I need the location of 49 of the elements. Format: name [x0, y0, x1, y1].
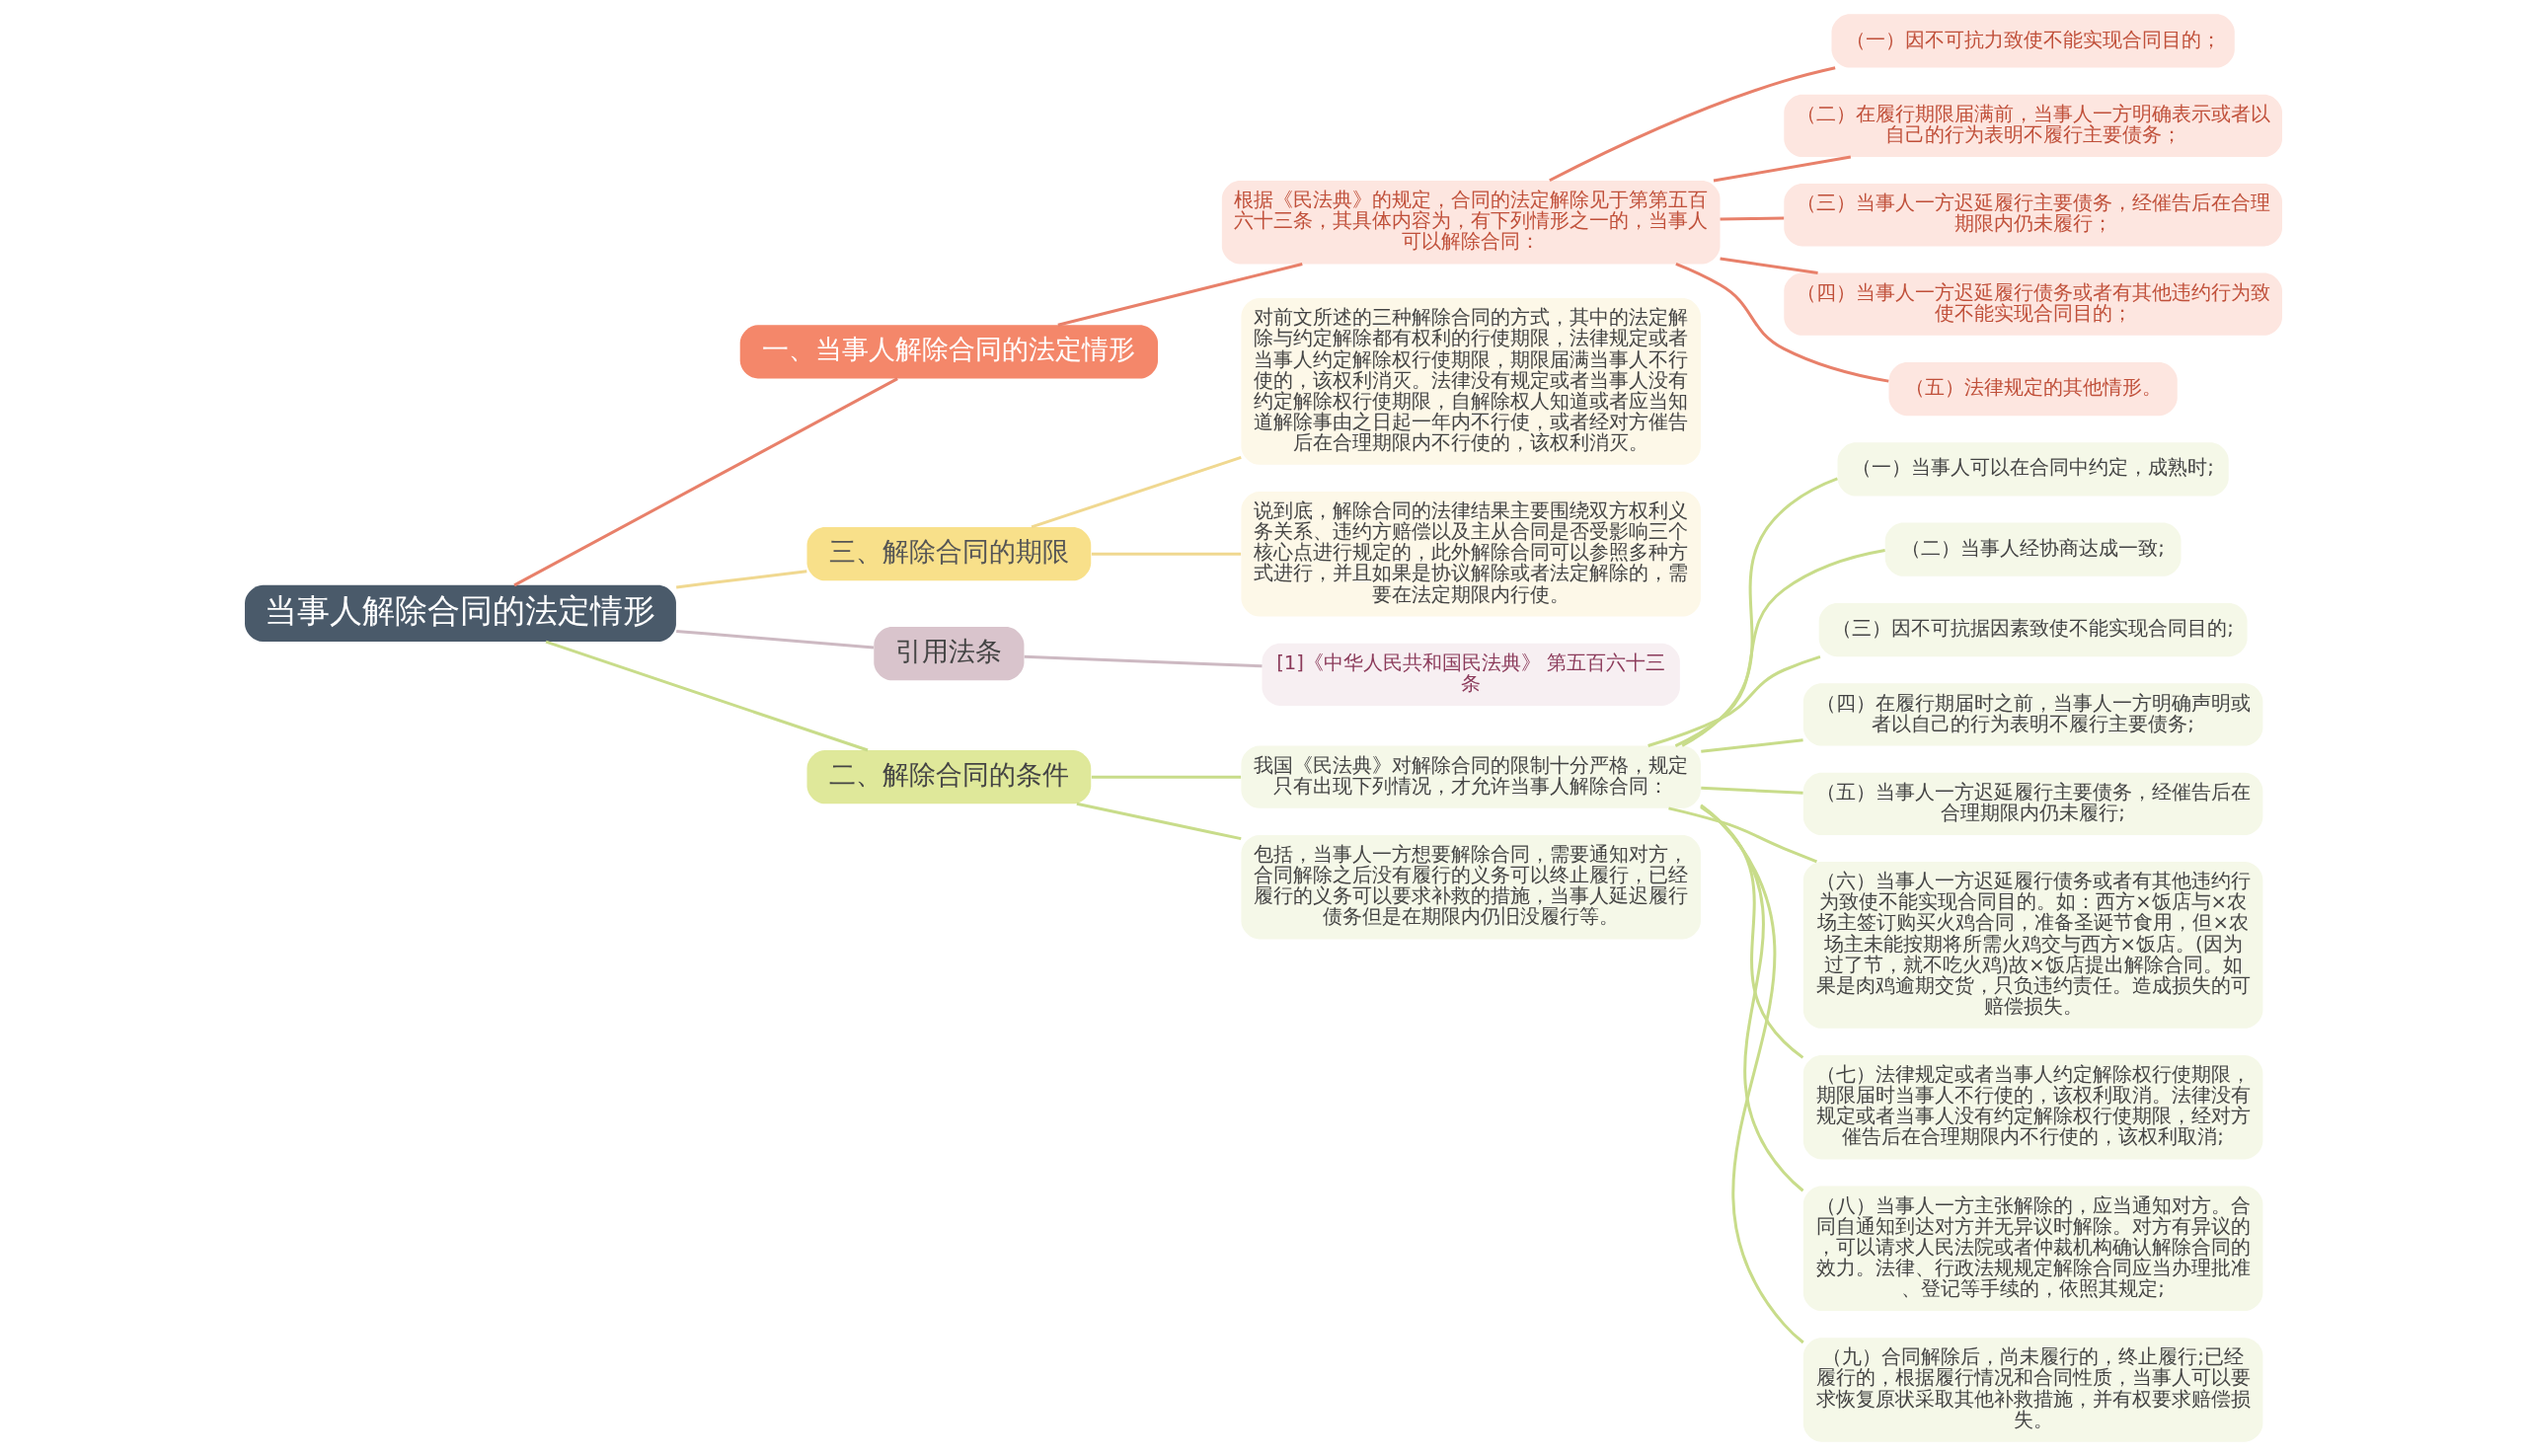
- node-box: 引用法条: [874, 627, 1025, 681]
- connector: [1701, 738, 1803, 753]
- node-box: （二）在履行期限届满前，当事人一方明确表示或者以自己的行为表明不履行主要债务；: [1784, 94, 2282, 157]
- connector: [1057, 263, 1303, 327]
- node-box: 我国《民法典》对解除合同的限制十分严格，规定只有出现下列情况，才允许当事人解除合同：: [1241, 745, 1701, 808]
- node-box: （一）因不可抗力致使不能实现合同目的；: [1831, 14, 2235, 68]
- connector: [1681, 477, 1838, 747]
- node-box: （五）法律规定的其他情形。: [1888, 361, 2178, 417]
- node-box: 说到底，解除合同的法律结果主要围绕双方权利义务关系、违约方赔偿以及主从合同是否受影响三个核心点进行规定的，此外解除合同可以参照多种方式进行，并且如果是协议解除或者法定解除的，需要在法定期限内行使。: [1241, 491, 1701, 617]
- node-box: 一、当事人解除合同的法定情形: [739, 325, 1159, 379]
- node-box: （一）当事人可以在合同中约定，成熟时;: [1837, 442, 2229, 497]
- node-box: （三）当事人一方迟延履行主要债务，经催告后在合理期限内仍未履行；: [1784, 184, 2282, 247]
- connector: [1720, 257, 1818, 274]
- connector: [1031, 455, 1242, 529]
- connector: [1700, 804, 1804, 1344]
- node-box: （二）当事人经协商达成一致;: [1884, 522, 2182, 576]
- connector: [1091, 552, 1242, 556]
- node-box: （四）在履行期届时之前，当事人一方明确声明或者以自己的行为表明不履行主要债务;: [1802, 683, 2263, 746]
- node-box: （九）合同解除后，尚未履行的，终止履行;已经履行的，根据履行情况和合同性质，当事人可以要求恢复原状采取其他补救措施，并有权要求赔偿损失。: [1802, 1338, 2263, 1442]
- node-box: （四）当事人一方迟延履行债务或者有其他违约行为致使不能实现合同目的；: [1784, 272, 2282, 336]
- node-box: （三）因不可抗据因素致使不能实现合同目的;: [1818, 602, 2248, 657]
- node-box: （七）法律规定或者当事人约定解除权行使期限，期限届时当事人不行使的，该权利取消。法律没有规定或者当事人没有约定解除权行使期限，经对方催告后在合理期限内不行使的，该权利取消;: [1802, 1054, 2263, 1160]
- node-box: （五）当事人一方迟延履行主要债务，经催告后在合理期限内仍未履行;: [1802, 772, 2263, 835]
- connector: [1700, 805, 1804, 1059]
- connector: [1024, 654, 1263, 668]
- connector: [1713, 155, 1852, 183]
- connector: [1647, 654, 1821, 747]
- connector: [1700, 805, 1804, 1192]
- connector: [1091, 775, 1242, 779]
- connector: [1675, 263, 1889, 383]
- node-box: （八）当事人一方主张解除的，应当通知对方。合同自通知到达对方并无异议时解除。对方有异议的，可以请求人民法院或者仲裁机构确认解除合同的效力。法律、行政法规规定解除合同应当办理批准、登记等手续的，依照其规定;: [1802, 1186, 2263, 1312]
- node-box: 二、解除合同的条件: [806, 750, 1092, 805]
- connector: [1668, 806, 1817, 864]
- node-box: 当事人解除合同的法定情形: [245, 584, 676, 643]
- node-box: （六）当事人一方迟延履行债务或者有其他违约行为致使不能实现合同目的。如：西方×饭店与×农场主签订购买火鸡合同，准备圣诞节食用，但×农场主未能按期将所需火鸡交与西方×饭店。(因为过了节，就不吃火鸡)故×饭店提出解除合同。如果是肉鸡逾期交货，只负违约责任。造成损失的可赔偿损失。: [1802, 862, 2263, 1029]
- connector: [513, 377, 898, 587]
- connector: [675, 570, 807, 589]
- node-box: 包括，当事人一方想要解除合同，需要通知对方，合同解除之后没有履行的义务可以终止履行，已经履行的义务可以要求补救的措施，当事人延迟履行债务但是在期限内仍旧没履行等。: [1241, 834, 1701, 940]
- connector: [1674, 549, 1885, 747]
- connector: [1549, 66, 1836, 183]
- connector: [676, 629, 875, 650]
- node-box: [1]《中华人民共和国民法典》 第五百六十三条: [1262, 643, 1680, 706]
- connector: [1720, 216, 1785, 221]
- node-box: 对前文所述的三种解除合同的方式，其中的法定解除与约定解除都有权利的行使期限，法律规定或者当事人约定解除权行使期限，期限届满当事人不行使的，该权利消灭。法律没有规定或者当事人没有约定解除权行使期限，自解除权人知道或者应当知道解除事由之日起一年内不行使，或者经对方催告后在合理期限内不行使的，该权利消灭。: [1241, 298, 1701, 465]
- connector: [1701, 786, 1803, 795]
- connector: [1076, 802, 1242, 841]
- connector: [545, 640, 869, 752]
- node-box: 三、解除合同的期限: [806, 527, 1092, 581]
- node-box: 根据《民法典》的规定，合同的法定解除见于第第五百六十三条，其具体内容为，有下列情形之一的，当事人可以解除合同：: [1221, 181, 1721, 265]
